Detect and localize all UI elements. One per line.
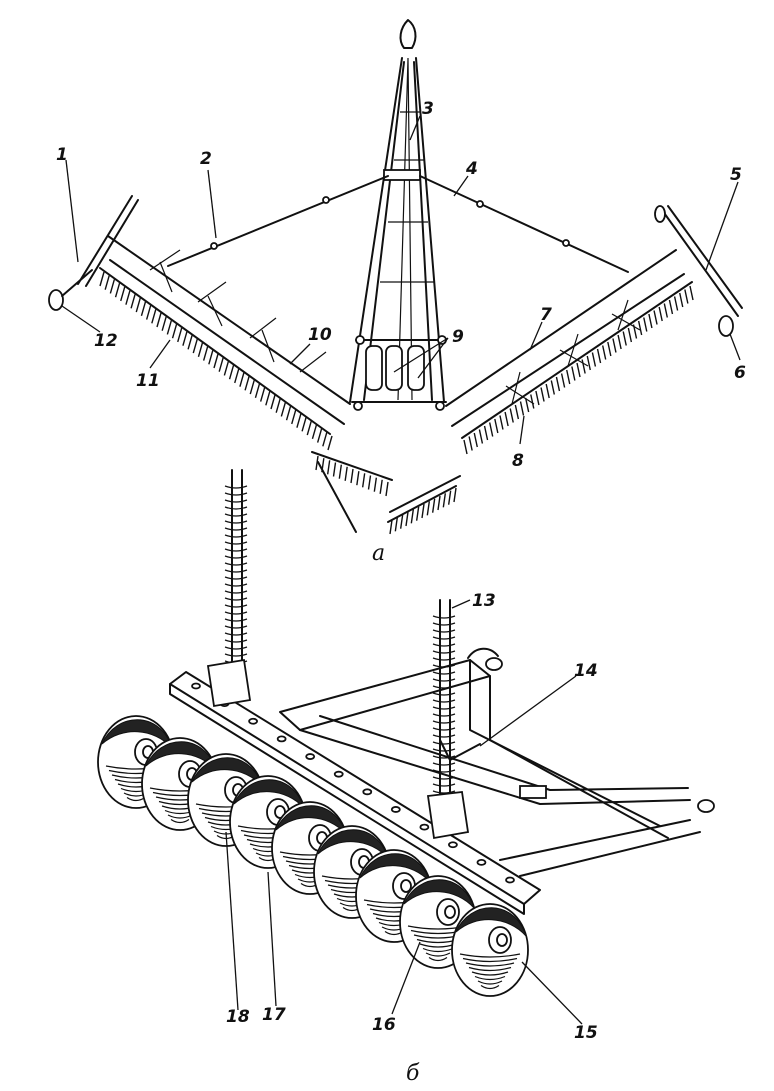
right-harrow-section xyxy=(445,205,743,455)
callout-9: 9 xyxy=(452,327,464,347)
callout-leaders-b xyxy=(225,599,583,1025)
callout-3: 3 xyxy=(422,99,434,119)
callout-16: 16 xyxy=(372,1015,396,1035)
disc-gang xyxy=(97,715,529,997)
hitch-frame xyxy=(279,647,715,877)
callout-18: 18 xyxy=(226,1007,250,1027)
callout-6: 6 xyxy=(734,363,746,383)
screw-adjusters xyxy=(224,469,456,801)
subfigure-a-harrow-hitch xyxy=(48,19,743,535)
subfigure-a-caption: a xyxy=(372,541,385,566)
callout-4: 4 xyxy=(465,159,478,179)
subfigure-b-caption: б xyxy=(406,1061,420,1086)
callout-5: 5 xyxy=(730,165,742,185)
callout-15: 15 xyxy=(574,1023,598,1043)
callout-12: 12 xyxy=(94,331,118,351)
callout-11: 11 xyxy=(136,371,160,391)
callout-10: 10 xyxy=(308,325,332,345)
callout-14: 14 xyxy=(574,661,598,681)
callout-2: 2 xyxy=(200,149,212,169)
callout-8: 8 xyxy=(512,451,524,471)
side-braces xyxy=(167,175,629,273)
gang-beam xyxy=(169,658,541,915)
callout-7: 7 xyxy=(540,305,552,325)
callout-leaders-a xyxy=(61,115,741,445)
callout-13: 13 xyxy=(472,591,496,611)
subfigure-b-disc-harrow xyxy=(97,469,715,1025)
central-drawbar xyxy=(349,19,447,411)
front-harrow-sections xyxy=(311,451,461,535)
callout-17: 17 xyxy=(262,1005,286,1025)
callout-1: 1 xyxy=(56,145,68,165)
callout-labels: 1 2 3 4 5 6 7 8 9 10 11 12 13 14 15 16 1… xyxy=(56,99,746,1086)
left-harrow-section xyxy=(48,195,351,451)
